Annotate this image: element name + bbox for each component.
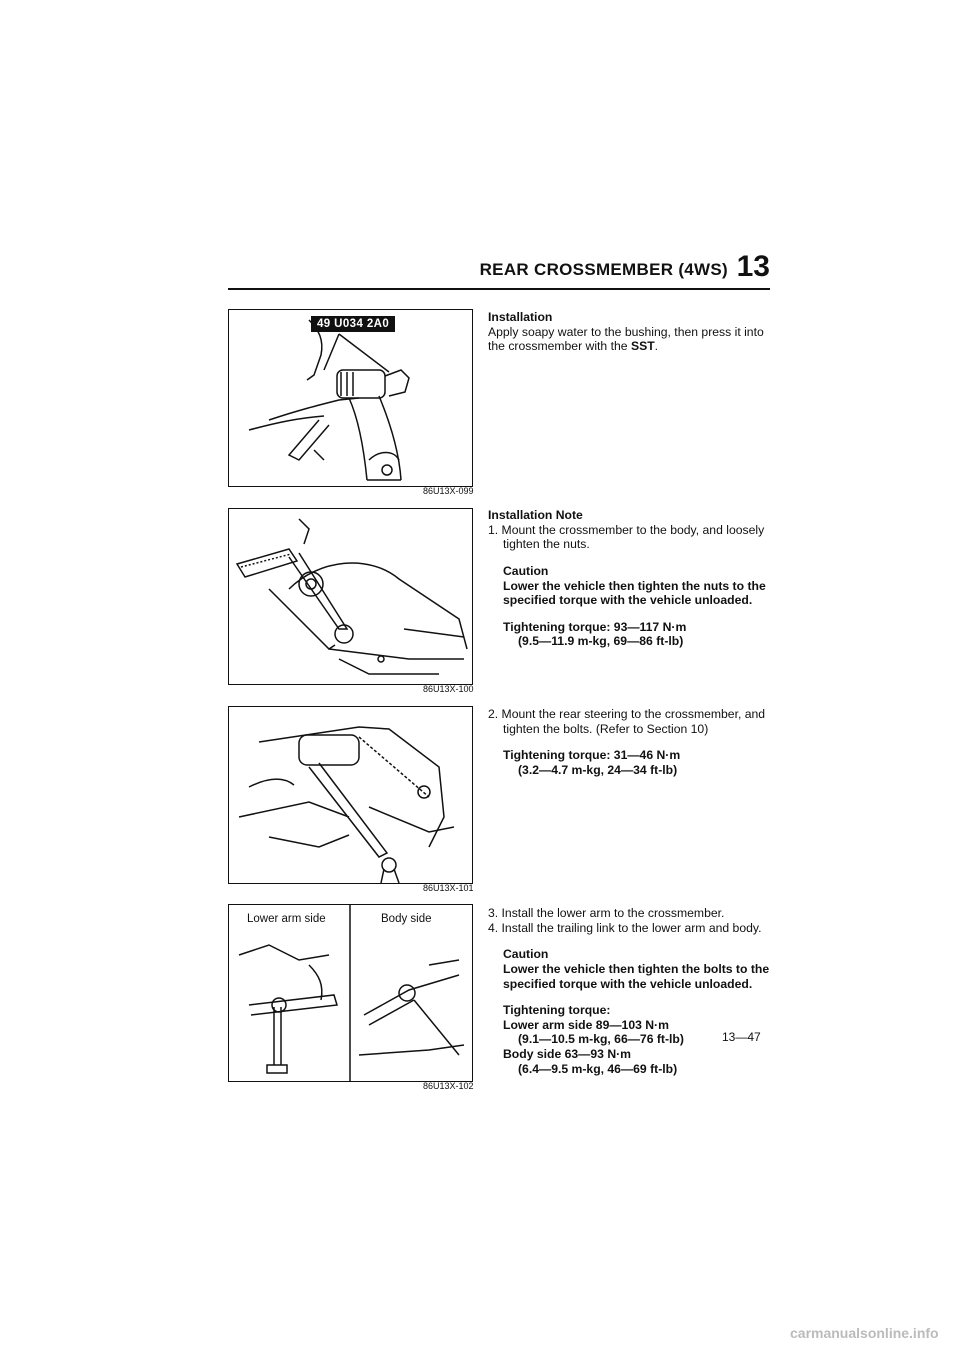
header-title: REAR CROSSMEMBER (4WS) (479, 260, 728, 279)
body-side-label: Body side (381, 913, 432, 925)
caution-heading: Caution (503, 563, 549, 578)
step4-line: 4. Install the trailing link to the lowe… (488, 920, 762, 935)
installation-body: Apply soapy water to the bushing, then p… (488, 324, 764, 354)
watermark: carmanualsonline.info (790, 1325, 939, 1341)
page-number: 13—47 (722, 1030, 761, 1044)
installation-section: Installation Apply soapy water to the bu… (488, 310, 773, 354)
body-side-torque: Body side 63—93 N·m (503, 1047, 632, 1062)
caution-heading: Caution (503, 947, 549, 962)
installation-note-section: Installation Note 1. Mount the crossmemb… (488, 508, 773, 649)
body-side-torque-b: (6.4—9.5 m-kg, 46—69 ft-lb) (518, 1061, 678, 1076)
torque-line-b: (3.2—4.7 m-kg, 24—34 ft-lb) (518, 762, 678, 777)
step2-line: 2. Mount the rear steering to the crossm… (488, 707, 766, 721)
lower-arm-torque-b: (9.1—10.5 m-kg, 66—76 ft-lb) (518, 1032, 684, 1047)
torque-line: Tightening torque: 93—117 N·m (503, 619, 687, 634)
crossmember-mount-illustration (235, 518, 468, 675)
figure-code: 86U13X-099 (423, 486, 474, 496)
torque-line-b: (9.5—11.9 m-kg, 69—86 ft-lb) (518, 634, 684, 649)
installation-heading: Installation (488, 310, 553, 324)
installation-note-heading: Installation Note (488, 508, 583, 522)
step1-line: 1. Mount the crossmember to the body, an… (488, 522, 765, 537)
figure-rear-steering (228, 706, 473, 884)
step2-section: 2. Mount the rear steering to the crossm… (488, 707, 773, 778)
torque-heading: Tightening torque: (503, 1003, 611, 1018)
lower-arm-body-illustration (238, 905, 465, 1081)
sst-badge: 49 U034 2A0 (311, 316, 396, 332)
torque-line: Tightening torque: 31—46 N·m (503, 748, 681, 763)
step3-line: 3. Install the lower arm to the crossmem… (488, 906, 725, 920)
caution-text: Lower the vehicle then tighten the nuts … (503, 578, 766, 608)
figure-lower-arm-body: Lower arm side Body side (228, 904, 473, 1082)
step3-section: 3. Install the lower arm to the crossmem… (488, 906, 773, 1076)
sst-press-illustration (248, 319, 410, 481)
lower-arm-side-label: Lower arm side (247, 913, 326, 925)
figure-code: 86U13X-100 (423, 684, 474, 694)
figure-code: 86U13X-101 (423, 883, 474, 893)
figure-crossmember-mount (228, 508, 473, 685)
section-number: 13 (736, 250, 770, 283)
step1-line-b: tighten the nuts. (503, 537, 590, 552)
caution-text: Lower the vehicle then tighten the bolts… (503, 961, 770, 991)
page-header: REAR CROSSMEMBER (4WS) 13 (228, 250, 770, 290)
rear-steering-illustration (238, 726, 455, 883)
lower-arm-torque: Lower arm side 89—103 N·m (503, 1017, 669, 1032)
figure-sst-press: 49 U034 2A0 (228, 309, 473, 487)
step2-line-b: tighten the bolts. (Refer to Section 10) (503, 721, 709, 736)
figure-code: 86U13X-102 (423, 1081, 474, 1091)
